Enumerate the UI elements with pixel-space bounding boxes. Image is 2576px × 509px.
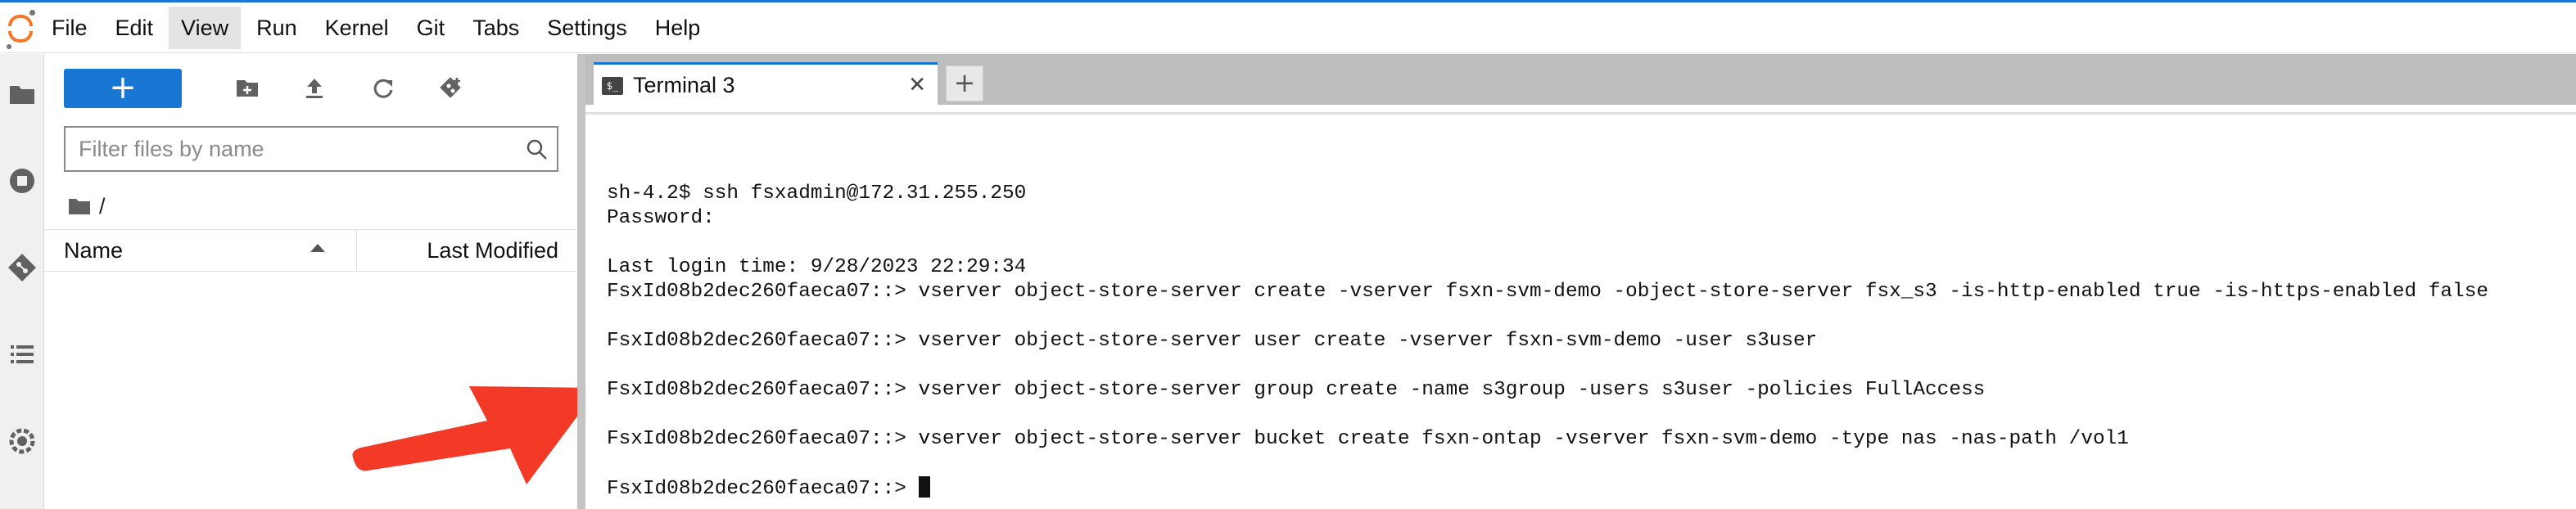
terminal-line — [607, 304, 2576, 329]
breadcrumb: / — [68, 190, 106, 223]
terminal-line: sh-4.2$ ssh fsxadmin@172.31.255.250 — [607, 182, 1027, 205]
terminal-line: FsxId08b2dec260faeca07::> vserver object… — [607, 379, 1986, 401]
terminal-line — [607, 354, 2576, 378]
terminal-line: Last login time: 9/28/2023 22:29:34 — [607, 256, 1027, 278]
running-icon[interactable] — [0, 159, 44, 203]
git-clone-icon[interactable] — [435, 72, 468, 105]
close-icon[interactable]: ✕ — [908, 73, 926, 97]
annotation-arrow-icon — [352, 386, 599, 484]
terminal-line — [607, 231, 2576, 255]
search-icon — [526, 138, 549, 165]
breadcrumb-folder-icon[interactable] — [68, 196, 91, 216]
terminal-line: Password: — [607, 207, 715, 229]
column-name-header[interactable]: Name — [64, 238, 124, 263]
menu-file[interactable]: File — [52, 15, 88, 40]
refresh-icon[interactable] — [367, 72, 400, 105]
menu-edit[interactable]: Edit — [115, 15, 154, 40]
breadcrumb-root[interactable]: / — [99, 193, 106, 218]
column-last-modified-header[interactable]: Last Modified — [427, 238, 558, 263]
toolbar-divider — [585, 112, 2576, 115]
main-dock-area: $_ Terminal 3 ✕ + sh-4.2$ ssh fsxadmin@1… — [585, 54, 2576, 509]
filter-files-input[interactable] — [66, 128, 508, 170]
tab-title: Terminal 3 — [633, 73, 735, 97]
panel-splitter[interactable] — [577, 54, 585, 509]
menu-help[interactable]: Help — [654, 15, 701, 40]
left-sidebar-rail — [0, 54, 44, 509]
menu-kernel[interactable]: Kernel — [324, 15, 389, 40]
terminal-icon: $_ — [602, 76, 623, 95]
file-list-header: Name Last Modified — [45, 229, 577, 272]
upload-icon[interactable] — [298, 72, 331, 105]
terminal-line: FsxId08b2dec260faeca07::> vserver object… — [607, 428, 2129, 450]
folder-icon[interactable] — [0, 72, 44, 116]
file-browser-panel: + / Name Last Modified — [45, 54, 599, 509]
extension-icon[interactable] — [0, 419, 44, 463]
terminal-output[interactable]: sh-4.2$ ssh fsxadmin@172.31.255.250 Pass… — [585, 116, 2576, 509]
filter-files-field — [64, 126, 558, 172]
terminal-line: FsxId08b2dec260faeca07::> vserver object… — [607, 281, 2488, 303]
new-folder-icon[interactable] — [231, 72, 264, 105]
git-icon[interactable] — [0, 245, 44, 290]
jupyter-logo-icon — [7, 7, 39, 49]
menu-tabs[interactable]: Tabs — [472, 15, 520, 40]
menu-view[interactable]: View — [169, 6, 242, 49]
toc-icon[interactable] — [0, 332, 44, 376]
top-accent-line — [0, 0, 2576, 2]
terminal-line — [607, 403, 2576, 427]
tab-bar: $_ Terminal 3 ✕ + — [585, 54, 2576, 106]
menu-git[interactable]: Git — [416, 15, 445, 40]
terminal-line: FsxId08b2dec260faeca07::> vserver object… — [607, 330, 1818, 352]
terminal-line — [607, 452, 2576, 476]
terminal-prompt: FsxId08b2dec260faeca07::> — [607, 478, 919, 500]
menu-bar: File Edit View Run Kernel Git Tabs Setti… — [0, 2, 2576, 53]
menu-settings[interactable]: Settings — [547, 15, 627, 40]
new-launcher-button[interactable]: + — [64, 69, 182, 108]
terminal-prompt-line: FsxId08b2dec260faeca07::> — [607, 476, 2576, 501]
menu-run[interactable]: Run — [256, 15, 297, 40]
terminal-cursor — [918, 476, 930, 498]
add-tab-button[interactable]: + — [946, 65, 983, 101]
column-divider — [356, 230, 357, 271]
tab-terminal-3[interactable]: $_ Terminal 3 ✕ — [594, 62, 938, 106]
sort-ascending-icon — [310, 244, 325, 252]
